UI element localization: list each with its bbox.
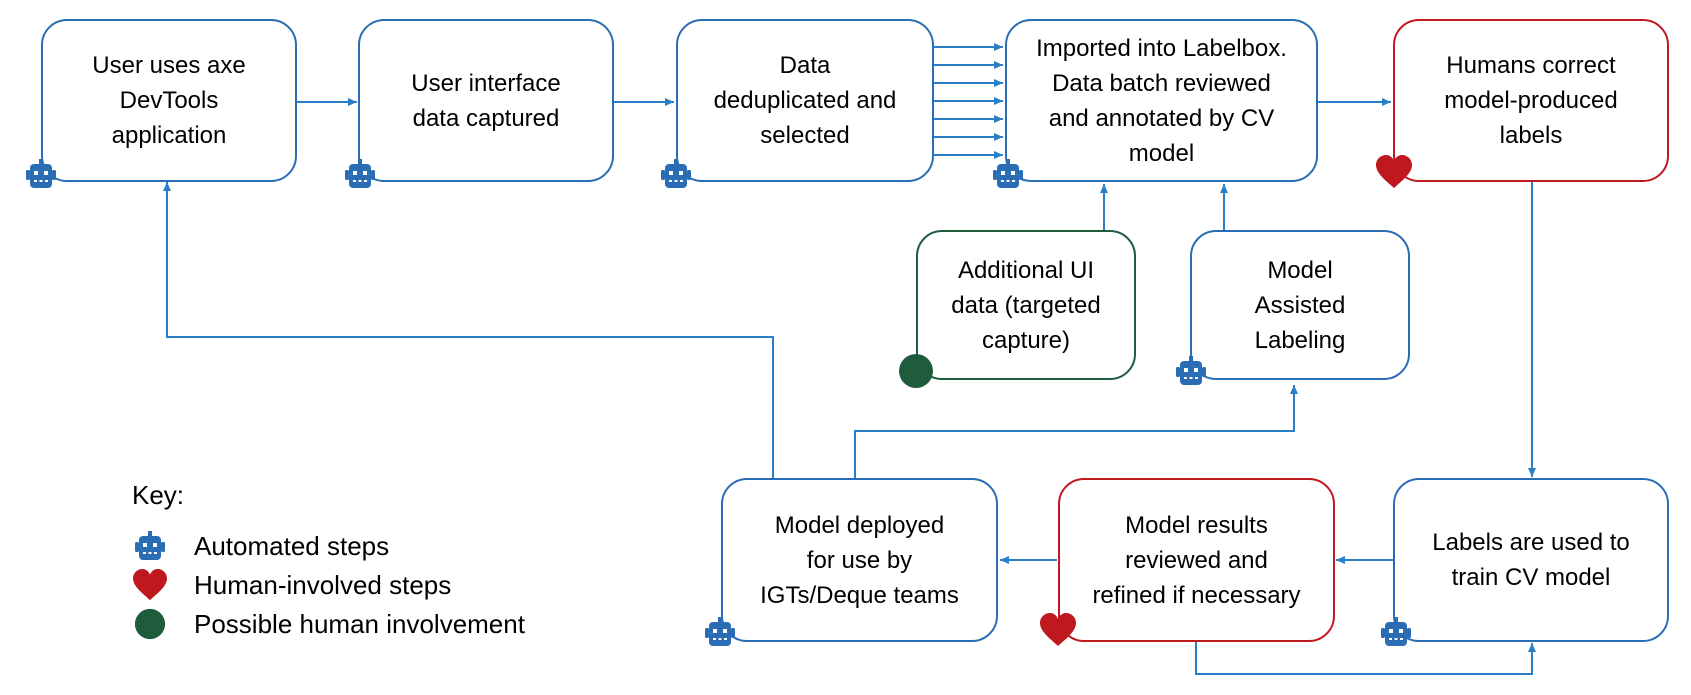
key-item-automated: Automated steps bbox=[132, 529, 389, 563]
key-label-automated: Automated steps bbox=[194, 530, 390, 561]
key-item-possible: Possible human involvement bbox=[132, 607, 525, 641]
arrow-n8-n7 bbox=[854, 385, 1298, 478]
node-model-assisted-labeling: Model Assisted Labeling bbox=[1190, 230, 1410, 380]
key-title: Key: bbox=[132, 480, 185, 510]
key-label-possible: Possible human involvement bbox=[194, 608, 525, 639]
circle-icon bbox=[899, 354, 933, 388]
key-label-human: Human-involved steps bbox=[194, 569, 452, 600]
robot-icon bbox=[1176, 356, 1206, 385]
robot-icon bbox=[1381, 617, 1411, 646]
robot-icon bbox=[345, 159, 375, 188]
node-humans-correct: Humans correct model-produced labels bbox=[1393, 19, 1669, 182]
node-model-deployed: Model deployed for use by IGTs/Deque tea… bbox=[721, 478, 998, 642]
node-ui-data-captured: User interface data captured bbox=[358, 19, 614, 182]
node-model-results-reviewed: Model results reviewed and refined if ne… bbox=[1058, 478, 1335, 642]
arrow-n8-n1 bbox=[163, 182, 774, 478]
heart-icon bbox=[1376, 155, 1412, 188]
node-additional-ui-data: Additional UI data (targeted capture) bbox=[916, 230, 1136, 380]
robot-icon bbox=[661, 159, 691, 188]
arrow-n9-loop-n10 bbox=[1195, 642, 1536, 675]
key-item-human: Human-involved steps bbox=[132, 568, 451, 602]
arrow-bundle-n3-n4 bbox=[934, 43, 1003, 159]
node-user-uses-axe: User uses axe DevTools application bbox=[41, 19, 297, 182]
heart-icon bbox=[133, 568, 167, 601]
robot-icon bbox=[993, 159, 1023, 188]
robot-icon bbox=[135, 531, 165, 560]
circle-icon bbox=[134, 608, 166, 640]
node-imported-labelbox: Imported into Labelbox. Data batch revie… bbox=[1005, 19, 1318, 182]
heart-icon bbox=[1040, 613, 1076, 646]
node-data-deduplicated: Data deduplicated and selected bbox=[676, 19, 934, 182]
robot-icon bbox=[705, 617, 735, 646]
robot-icon bbox=[26, 159, 56, 188]
node-labels-train-cv: Labels are used to train CV model bbox=[1393, 478, 1669, 642]
